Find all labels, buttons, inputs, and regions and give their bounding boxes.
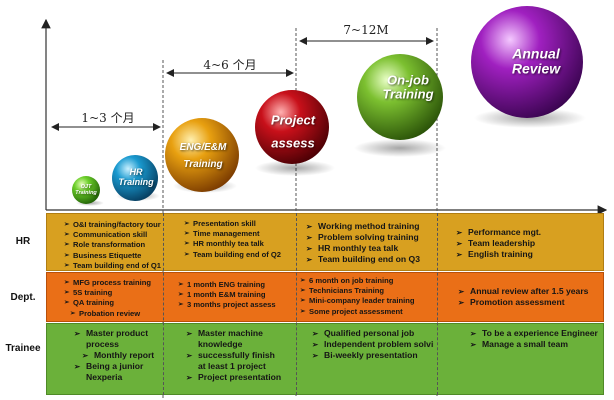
trainee-cell-annual: To be a experience Engineer Manage a sma…: [470, 328, 602, 350]
band-divider: [296, 213, 297, 395]
list-item: Problem solving training: [306, 232, 436, 243]
list-item: Team building end of Q2: [184, 250, 294, 260]
list-item: English training: [456, 249, 596, 260]
dept-cell-1-3-months: MFG process training 5S training QA trai…: [64, 278, 162, 319]
phase-label-4-6-months: 4~6 个月: [203, 58, 257, 72]
ball-shadow: [354, 139, 446, 157]
hr-cell-7-12-months: Working method training Problem solving …: [306, 221, 436, 265]
list-item: QA training: [64, 298, 162, 308]
list-item: Role transformation: [64, 240, 162, 250]
list-item: 1 month E&M training: [178, 290, 294, 300]
ball-hr-training: [112, 155, 158, 201]
list-item: To be a experience Engineer: [470, 328, 602, 339]
list-item: Team leadership: [456, 238, 596, 249]
phase-label-1-3-months: 1~3 个月: [81, 111, 135, 125]
ball-onjob-training: [357, 54, 443, 140]
list-item: MFG process training: [64, 278, 162, 288]
stage-label-ojt: OJT Training: [75, 183, 97, 196]
row-label-trainee: Trainee: [5, 343, 41, 354]
list-item: 6 month on job training: [300, 276, 435, 286]
ball-ojt-training: [72, 176, 100, 204]
hr-cell-1-3-months: O&I training/factory tour Communication …: [64, 220, 162, 271]
list-item: successfully finish at least 1 project: [186, 350, 282, 372]
list-item: Project presentation: [186, 372, 282, 383]
band-divider: [163, 213, 164, 395]
list-item: Communication skill: [64, 230, 162, 240]
dept-cell-annual: Annual review after 1.5 years Promotion …: [458, 286, 602, 308]
phase-label-7-12-months: 7~12M: [343, 23, 389, 37]
trainee-cell-4-6-months: Master machine knowledge successfully fi…: [186, 328, 282, 383]
list-item: Probation review: [70, 309, 162, 319]
list-item: Technicians Training: [300, 286, 435, 296]
ball-shadow: [474, 108, 586, 128]
dept-cell-7-12-months: 6 month on job training Technicians Trai…: [300, 276, 435, 317]
list-item: Working method training: [306, 221, 436, 232]
list-item: Performance mgt.: [456, 227, 596, 238]
hr-cell-4-6-months: Presentation skill Time management HR mo…: [184, 219, 294, 260]
list-item: Monthly report: [82, 350, 162, 361]
list-item: Time management: [184, 229, 294, 239]
list-item: Independent problem solving: [312, 339, 434, 350]
list-item: Master product process: [74, 328, 162, 350]
list-item: HR monthly tea talk: [184, 239, 294, 249]
row-label-hr: HR: [15, 236, 31, 247]
stage-label-annual: Annual Review: [511, 45, 561, 77]
ball-shadow: [255, 160, 335, 176]
list-item: Team building end of Q1: [64, 261, 162, 271]
list-item: Mini-company leader training: [300, 296, 435, 306]
dept-cell-4-6-months: 1 month ENG training 1 month E&M trainin…: [178, 280, 294, 311]
list-item: Annual review after 1.5 years: [458, 286, 602, 297]
list-item: Manage a small team: [470, 339, 602, 350]
ball-eng-training: [165, 118, 239, 192]
ball-annual-review: [471, 6, 583, 118]
trainee-cell-7-12-months: Qualified personal job Independent probl…: [312, 328, 434, 361]
list-item: Some project assessment: [300, 307, 435, 317]
list-item: Team building end on Q3: [306, 254, 436, 265]
list-item: Being a junior Nexperia: [74, 361, 162, 383]
list-item: HR monthly tea talk: [306, 243, 436, 254]
list-item: Business Etiquette: [64, 251, 162, 261]
list-item: Qualified personal job: [312, 328, 434, 339]
list-item: Promotion assessment: [458, 297, 602, 308]
stage-label-eng: ENG/E&M Training: [179, 142, 227, 170]
stage-label-onjob: On-job Training: [382, 72, 434, 102]
list-item: Bi-weekly presentation: [312, 350, 434, 361]
list-item: 5S training: [64, 288, 162, 298]
stage-label-hr: HR Training: [118, 167, 154, 187]
list-item: Master machine knowledge: [186, 328, 282, 350]
list-item: O&I training/factory tour: [64, 220, 162, 230]
ball-project-assess: [255, 90, 329, 164]
list-item: Presentation skill: [184, 219, 294, 229]
band-divider: [437, 213, 438, 395]
hr-cell-annual: Performance mgt. Team leadership English…: [456, 227, 596, 260]
list-item: 1 month ENG training: [178, 280, 294, 290]
list-item: 3 months project assess: [178, 300, 294, 310]
row-label-dept: Dept.: [10, 292, 36, 303]
trainee-cell-1-3-months: Master product process Monthly report Be…: [74, 328, 162, 383]
stage-label-project: Project assess: [270, 112, 316, 151]
